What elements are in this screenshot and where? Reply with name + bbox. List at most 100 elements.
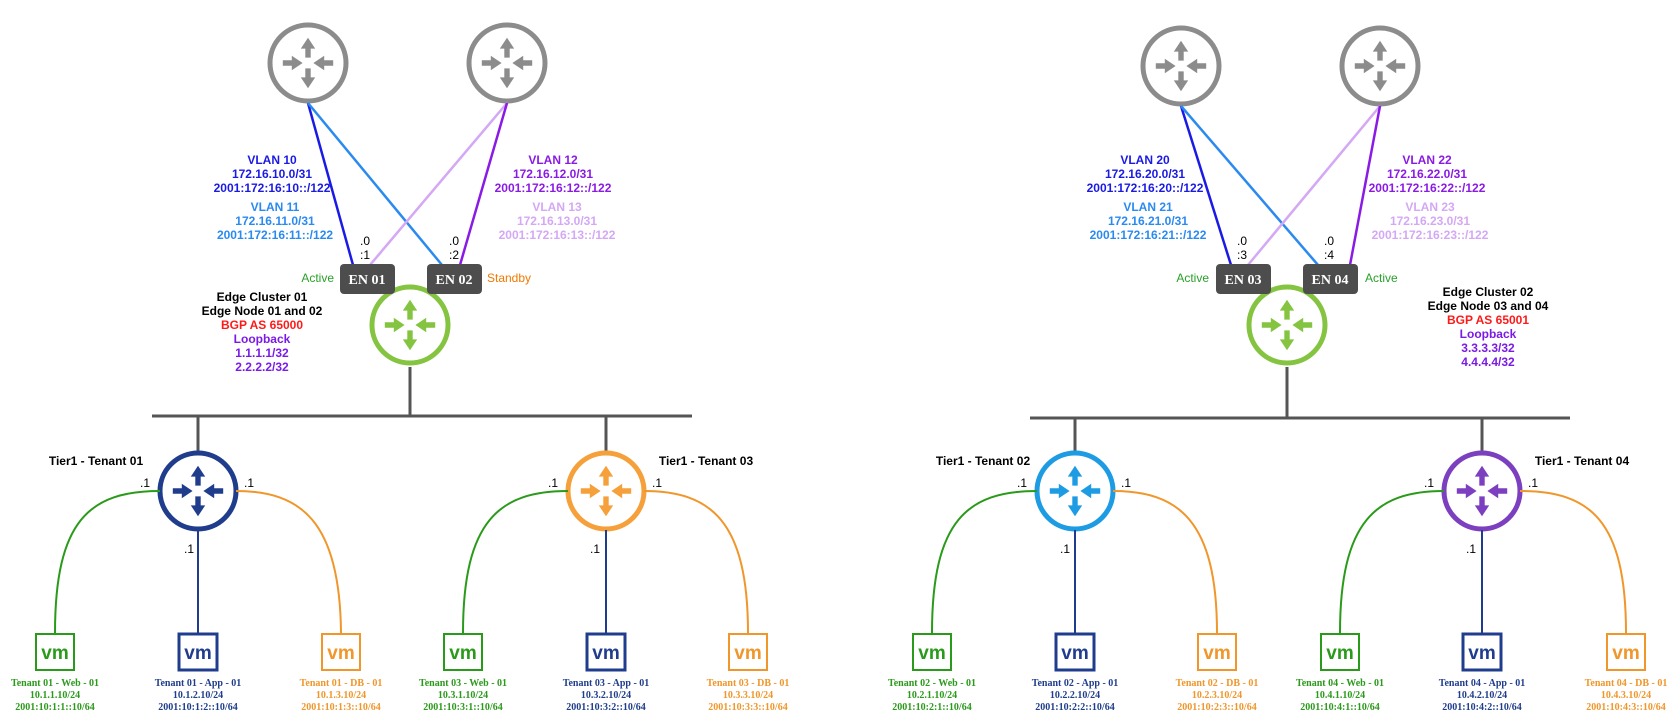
- en03-ipv6-suffix: :3: [1237, 248, 1247, 262]
- en02-ipv6-suffix: :2: [449, 248, 459, 262]
- vm-ipv4: 10.2.1.10/24: [907, 690, 957, 701]
- vm-ipv4: 10.3.1.10/24: [438, 690, 488, 701]
- vm-icon-label: vm: [1468, 643, 1495, 664]
- edge-cluster-02-nodes: Edge Node 03 and 04: [1428, 299, 1549, 313]
- vm-name: Tenant 04 - Web - 01: [1296, 678, 1384, 689]
- t01-db-gw: .1: [244, 476, 254, 490]
- vm-icon: [1606, 633, 1646, 671]
- vm-ipv4: 10.4.2.10/24: [1457, 690, 1507, 701]
- vlan21-ipv6: 2001:172:16:21::/122: [1090, 228, 1207, 242]
- edge-cluster-01-router: [369, 284, 451, 366]
- en01-ipv4-suffix: .0: [360, 234, 370, 248]
- tier1-tenant04-label: Tier1 - Tenant 04: [1535, 454, 1630, 468]
- t04-db-gw: .1: [1528, 476, 1538, 490]
- en02-label: EN 02: [436, 273, 473, 288]
- vm-ipv6: 2001:10:1:3::10/64: [301, 702, 380, 713]
- en02-state: Standby: [487, 271, 531, 285]
- vlan22-ipv6: 2001:172:16:22::/122: [1369, 181, 1486, 195]
- vm-ipv6: 2001:10:2:1::10/64: [892, 702, 971, 713]
- uplink-router-3: [1140, 25, 1222, 107]
- tier1-tenant03-label: Tier1 - Tenant 03: [659, 454, 754, 468]
- uplink-router-1: [267, 22, 349, 104]
- edge-cluster-01-bgp: BGP AS 65000: [221, 318, 303, 332]
- t01-web-link: [54, 490, 161, 634]
- en01-label: EN 01: [349, 273, 386, 288]
- vlan13-ipv6: 2001:172:16:13::/122: [499, 228, 616, 242]
- vm-icon-label: vm: [592, 643, 619, 664]
- vm-name: Tenant 01 - DB - 01: [300, 678, 383, 689]
- tier1-tenant03-router: [565, 450, 647, 532]
- t03-web-link: [462, 490, 569, 634]
- vm-name: Tenant 04 - App - 01: [1439, 678, 1526, 689]
- vm-ipv6: 2001:10:4:3::10/64: [1586, 702, 1665, 713]
- vlan10-ipv6: 2001:172:16:10::/122: [214, 181, 331, 195]
- vm-icon-label: vm: [1061, 643, 1088, 664]
- vm-icon: [912, 633, 952, 671]
- vm-icon-label: vm: [1612, 643, 1639, 664]
- vm-ipv6: 2001:10:1:1::10/64: [15, 702, 94, 713]
- vlan11-ipv4: 172.16.11.0/31: [235, 214, 315, 228]
- vm-icon: [321, 633, 361, 671]
- en01-box: EN 01: [340, 264, 395, 294]
- t02-db-gw: .1: [1121, 476, 1131, 490]
- vm-name: Tenant 04 - DB - 01: [1585, 678, 1668, 689]
- vlan22-name: VLAN 22: [1402, 153, 1452, 167]
- t04-web-gw: .1: [1424, 476, 1434, 490]
- edge-cluster-02-loopback-1: 3.3.3.3/32: [1461, 341, 1515, 355]
- vm-ipv4: 10.1.2.10/24: [173, 690, 223, 701]
- vlan11-link: [307, 102, 443, 266]
- t03-db-link: [643, 490, 749, 634]
- vm-icon: [1320, 633, 1360, 671]
- vlan13-ipv4: 172.16.13.0/31: [517, 214, 597, 228]
- en03-box: EN 03: [1216, 264, 1271, 294]
- edge-cluster-01-loopback-2: 2.2.2.2/32: [235, 360, 289, 374]
- en03-state: Active: [1176, 271, 1209, 285]
- uplink-router-4: [1339, 25, 1421, 107]
- vm-ipv6: 2001:10:3:3::10/64: [708, 702, 787, 713]
- vlan13-name: VLAN 13: [532, 200, 582, 214]
- vm-icon-label: vm: [918, 643, 945, 664]
- vm-icon: [1197, 633, 1237, 671]
- vlan20-ipv6: 2001:172:16:20::/122: [1087, 181, 1204, 195]
- vm-icon-label: vm: [41, 643, 68, 664]
- en04-state: Active: [1365, 271, 1398, 285]
- en04-box: EN 04: [1303, 264, 1358, 294]
- edge-cluster-01-loopback-1: 1.1.1.1/32: [235, 346, 289, 360]
- t01-web-gw: .1: [140, 476, 150, 490]
- vm-name: Tenant 01 - App - 01: [155, 678, 242, 689]
- edge-cluster-02-loopback-2: 4.4.4.4/32: [1461, 355, 1515, 369]
- en04-ipv6-suffix: :4: [1324, 248, 1334, 262]
- vm-name: Tenant 02 - DB - 01: [1176, 678, 1259, 689]
- vlan13-link: [369, 102, 508, 266]
- vm-ipv4: 10.2.2.10/24: [1050, 690, 1100, 701]
- vm-ipv4: 10.1.3.10/24: [316, 690, 366, 701]
- t04-app-gw: .1: [1466, 542, 1476, 556]
- vm-ipv6: 2001:10:1:2::10/64: [158, 702, 237, 713]
- vlan20-ipv4: 172.16.20.0/31: [1105, 167, 1185, 181]
- en03-ipv4-suffix: .0: [1237, 234, 1247, 248]
- vm-name: Tenant 01 - Web - 01: [11, 678, 99, 689]
- edge-cluster-02-bgp: BGP AS 65001: [1447, 313, 1529, 327]
- en04-ipv4-suffix: .0: [1324, 234, 1334, 248]
- vm-ipv4: 10.3.2.10/24: [581, 690, 631, 701]
- vlan12-name: VLAN 12: [528, 153, 578, 167]
- tier1-tenant04-router: [1441, 450, 1523, 532]
- vm-icon: [585, 632, 627, 672]
- vm-ipv4: 10.2.3.10/24: [1192, 690, 1242, 701]
- vlan23-name: VLAN 23: [1405, 200, 1455, 214]
- vm-icon-label: vm: [1203, 643, 1230, 664]
- tier1-tenant01-router: [157, 450, 239, 532]
- vm-ipv6: 2001:10:3:2::10/64: [566, 702, 645, 713]
- vlan12-ipv4: 172.16.12.0/31: [513, 167, 593, 181]
- t04-web-link: [1339, 490, 1445, 634]
